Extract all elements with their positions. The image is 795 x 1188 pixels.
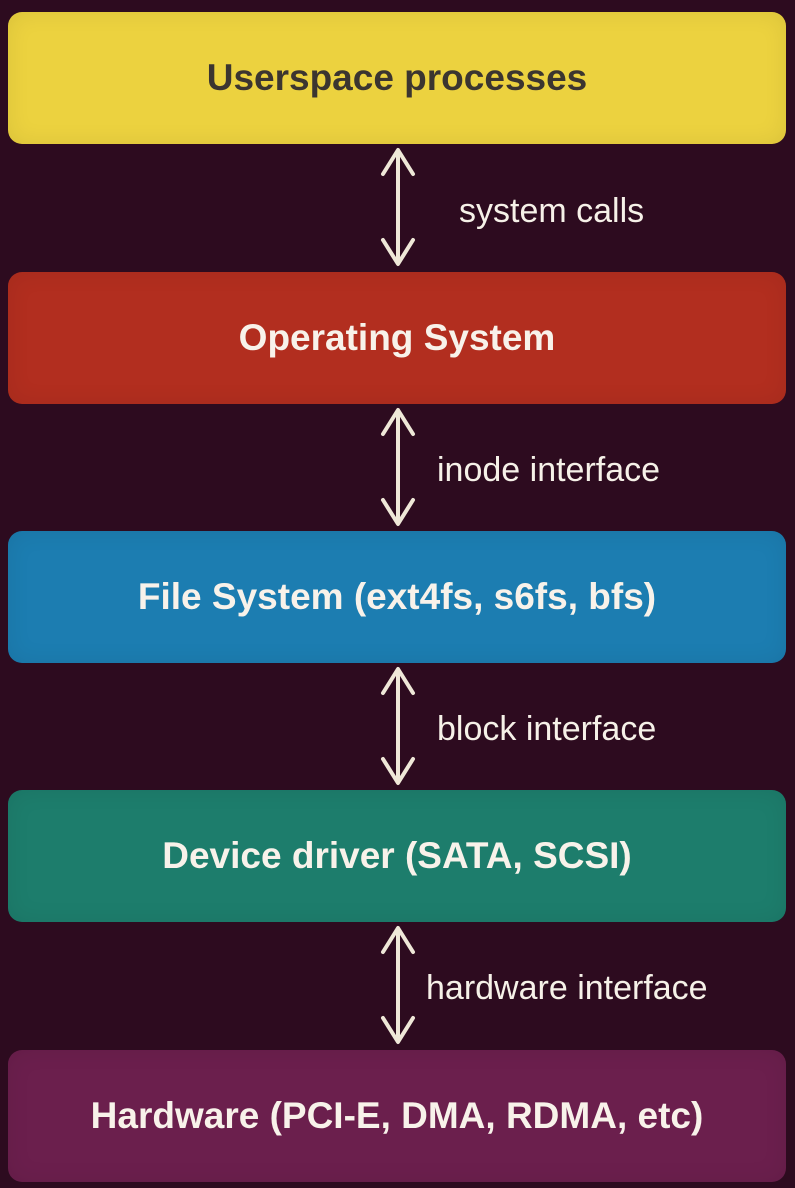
double-arrow-icon [381,148,415,266]
double-arrow-icon [381,667,415,785]
double-arrow-icon [381,926,415,1044]
layer-operating-system: Operating System [8,272,786,404]
interface-label-inode: inode interface [437,451,661,489]
layer-label: Operating System [238,317,556,358]
layer-device-driver: Device driver (SATA, SCSI) [8,790,786,922]
layer-userspace-processes: Userspace processes [8,12,786,144]
layer-hardware: Hardware (PCI-E, DMA, RDMA, etc) [8,1050,786,1182]
layer-label: Device driver (SATA, SCSI) [162,835,632,876]
double-arrow-icon [381,408,415,526]
layer-label: File System (ext4fs, s6fs, bfs) [137,576,657,617]
interface-label-system-calls: system calls [459,192,645,230]
interface-label-block: block interface [437,710,657,748]
layer-file-system: File System (ext4fs, s6fs, bfs) [8,531,786,663]
interface-label-hardware: hardware interface [426,969,708,1007]
layer-label: Hardware (PCI-E, DMA, RDMA, etc) [90,1095,704,1136]
layer-label: Userspace processes [206,57,588,98]
